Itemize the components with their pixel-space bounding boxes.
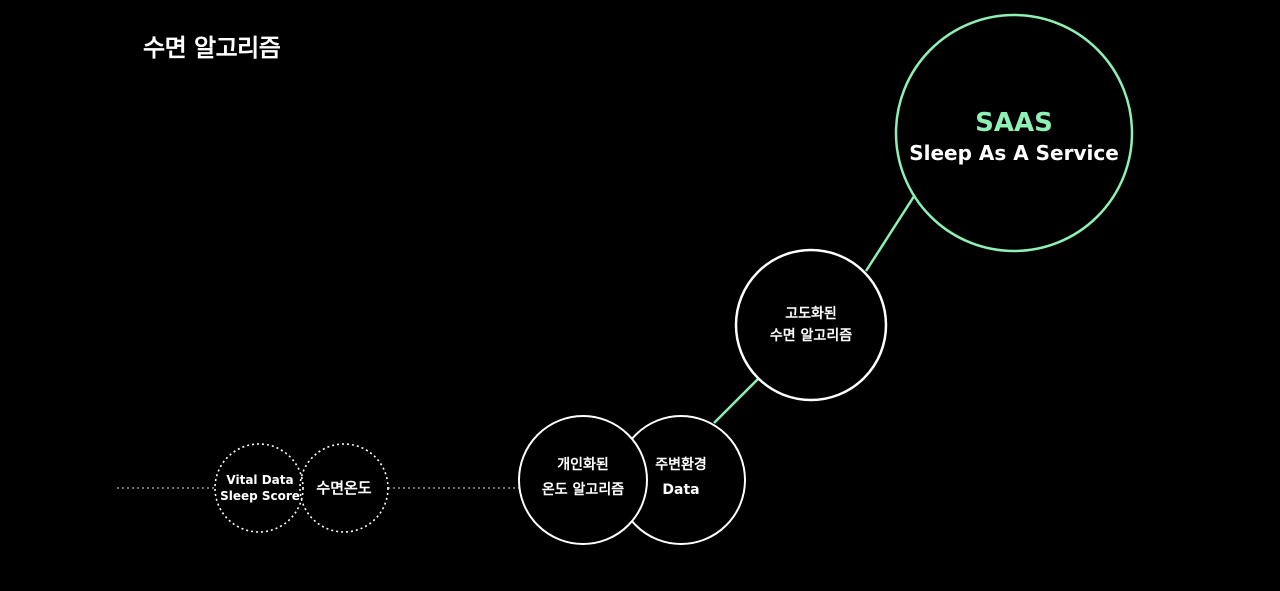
saas-subtitle: Sleep As A Service [909,141,1119,165]
environment-line2: Data [662,482,700,498]
personalized-line2: 온도 알고리즘 [541,482,625,498]
sleep-temperature-circle [299,443,389,533]
vital-data-text: Vital Data [226,473,294,487]
environment-line1: 주변환경 [655,457,707,473]
sleep-temperature-text: 수면온도 [316,479,372,497]
environment-data-label: 주변환경 Data [636,450,726,506]
connector-line [713,377,760,424]
advanced-line2: 수면 알고리즘 [769,328,853,344]
advanced-algorithm-circle [734,248,888,402]
sleep-score-text: Sleep Score [220,489,300,503]
personalized-algorithm-label: 개인화된 온도 알고리즘 [521,450,645,506]
saas-title: SAAS [975,108,1053,138]
vital-data-label: Vital Data Sleep Score [208,466,312,510]
advanced-line1: 고도화된 [785,306,837,322]
growth-arrow [864,185,922,272]
personalized-line1: 개인화된 [557,457,609,473]
saas-circle [894,13,1134,253]
advanced-algorithm-label: 고도화된 수면 알고리즘 [738,300,884,350]
page-title: 수면 알고리즘 [143,34,281,62]
sleep-temperature-label: 수면온도 [300,474,388,502]
personalized-algorithm-circle [518,415,648,545]
vital-data-circle [214,443,304,533]
saas-label: SAAS Sleep As A Service [896,104,1132,168]
